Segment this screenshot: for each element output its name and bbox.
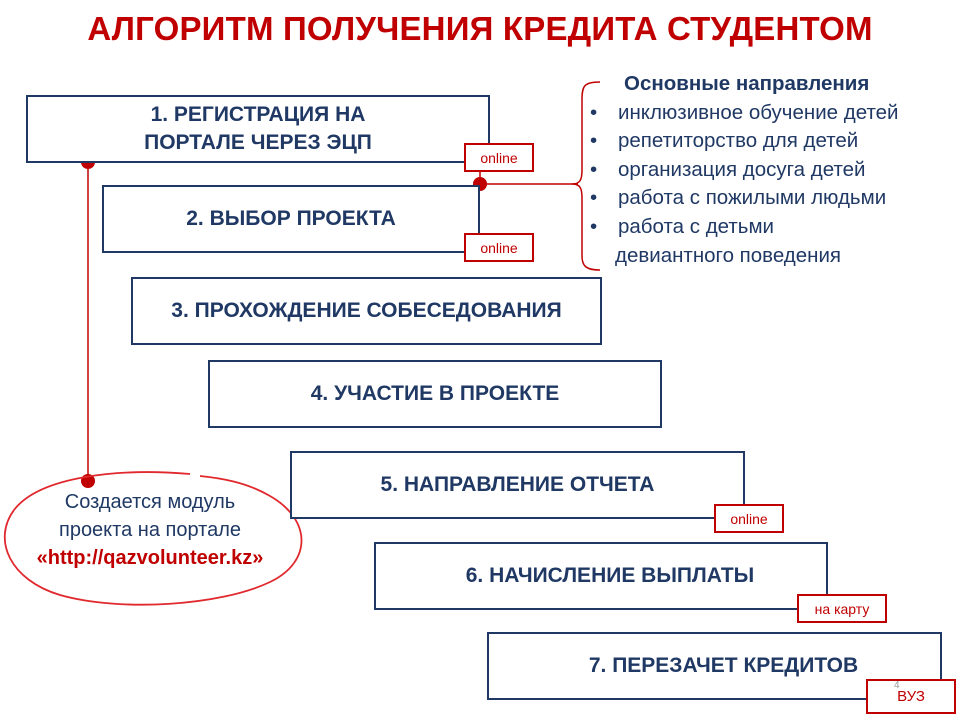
step-6-tag: на карту bbox=[797, 594, 887, 623]
step-6-box: 6. НАЧИСЛЕНИЕ ВЫПЛАТЫ bbox=[374, 542, 828, 610]
directions-list: Основные направления инклюзивное обучени… bbox=[587, 70, 957, 270]
direction-item: работа с пожилыми людьми bbox=[587, 184, 957, 213]
step-2-box: 2. ВЫБОР ПРОЕКТА bbox=[102, 185, 480, 253]
step-7-label: 7. ПЕРЕЗАЧЕТ КРЕДИТОВ bbox=[588, 653, 859, 677]
step-1-tag: online bbox=[464, 143, 534, 172]
step-1-box: 1. РЕГИСТРАЦИЯ НА ПОРТАЛЕ ЧЕРЕЗ ЭЦП bbox=[26, 95, 490, 163]
step-3-box: 3. ПРОХОЖДЕНИЕ СОБЕСЕДОВАНИЯ bbox=[131, 277, 602, 345]
note-ellipse bbox=[3, 471, 303, 606]
step-2-label: 2. ВЫБОР ПРОЕКТА bbox=[186, 206, 396, 230]
directions-brace bbox=[571, 81, 601, 271]
step-4-box: 4. УЧАСТИЕ В ПРОЕКТЕ bbox=[208, 360, 662, 428]
direction-item-continuation: девиантного поведения bbox=[615, 243, 842, 267]
step-7-tag: ВУЗ bbox=[866, 679, 956, 714]
portal-note: Создается модуль проекта на портале «htt… bbox=[0, 488, 300, 572]
step-5-label: 5. НАПРАВЛЕНИЕ ОТЧЕТА bbox=[380, 472, 655, 496]
note-line-2: проекта на портале bbox=[58, 519, 241, 541]
step-5-box: 5. НАПРАВЛЕНИЕ ОТЧЕТА bbox=[290, 451, 745, 519]
step-3-label: 3. ПРОХОЖДЕНИЕ СОБЕСЕДОВАНИЯ bbox=[171, 298, 562, 322]
page-number: 4 bbox=[894, 680, 900, 691]
step-2-tag: online bbox=[464, 233, 534, 262]
portal-url: «http://qazvolunteer.kz» bbox=[36, 547, 264, 569]
directions-heading: Основные направления bbox=[624, 72, 870, 95]
step-5-tag: online bbox=[714, 504, 784, 533]
step-4-label: 4. УЧАСТИЕ В ПРОЕКТЕ bbox=[310, 381, 560, 405]
note-line-1: Создается модуль bbox=[64, 491, 236, 513]
page-title: АЛГОРИТМ ПОЛУЧЕНИЯ КРЕДИТА СТУДЕНТОМ bbox=[87, 10, 873, 47]
direction-item: работа с детьми bbox=[587, 213, 957, 242]
step-6-label: 6. НАЧИСЛЕНИЕ ВЫПЛАТЫ bbox=[465, 563, 755, 587]
direction-item: организация досуга детей bbox=[587, 156, 957, 185]
step-1-label: 1. РЕГИСТРАЦИЯ НА ПОРТАЛЕ ЧЕРЕЗ ЭЦП bbox=[144, 102, 372, 154]
direction-item: репетиторство для детей bbox=[587, 127, 957, 156]
direction-item: инклюзивное обучение детей bbox=[587, 99, 957, 128]
